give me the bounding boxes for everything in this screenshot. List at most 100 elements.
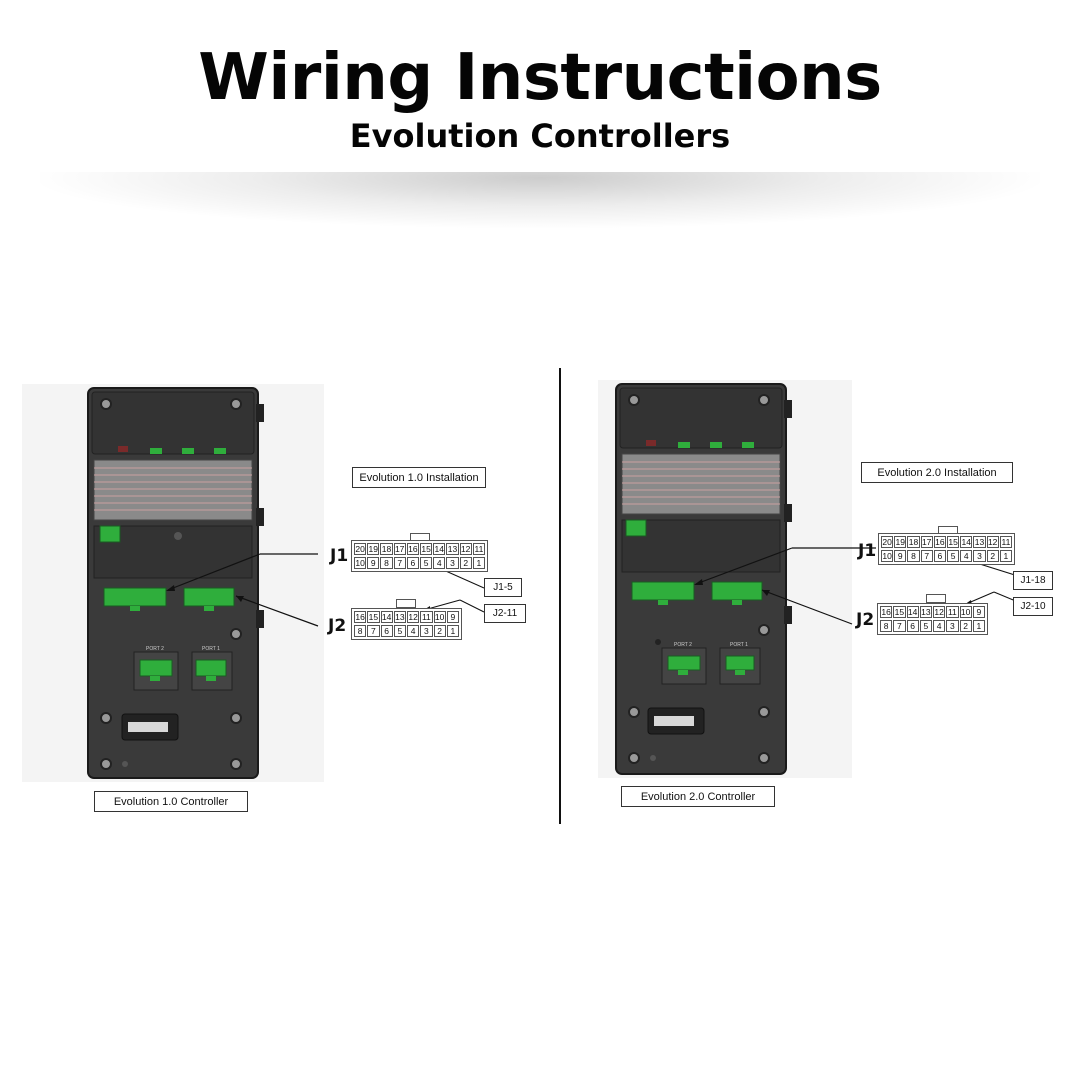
- evolution-1-panel: PORT 2 PORT 1 Evolution 1.0 Installation…: [0, 368, 540, 828]
- j1-pin: 18: [907, 536, 920, 548]
- screw-icon: [628, 394, 640, 406]
- j2-pin: 4: [933, 619, 946, 632]
- j1-pin: 3: [446, 556, 459, 569]
- j2-pin: 13: [919, 606, 932, 618]
- j2-pin: 6: [380, 624, 393, 637]
- j2-pin: 16: [880, 606, 893, 618]
- j1-pinout: 20 19 18 17 16 15 14 13 12 11 10 9 8 7 6…: [351, 540, 488, 572]
- j1-pin: 19: [367, 543, 380, 555]
- controller-label: Evolution 1.0 Controller: [94, 791, 248, 812]
- j1-pin: 6: [406, 556, 419, 569]
- screw-icon: [230, 712, 242, 724]
- j1-pin: 8: [380, 556, 393, 569]
- screw-icon: [100, 712, 112, 724]
- j1-pin: 19: [894, 536, 907, 548]
- screw-icon: [628, 752, 640, 764]
- j1-pin: 14: [960, 536, 973, 548]
- j2-pin: 16: [354, 611, 367, 623]
- port-1-connector: [725, 655, 755, 671]
- j2-pin: 5: [919, 619, 932, 632]
- evolution-1-controller-drawing: PORT 2 PORT 1: [22, 384, 485, 782]
- screw-icon: [758, 706, 770, 718]
- j1-pin: 4: [433, 556, 446, 569]
- j2-pin: 15: [893, 606, 906, 618]
- j2-pin: 2: [959, 619, 972, 632]
- j2-pin: 11: [420, 611, 433, 623]
- j1-tag: J1: [858, 541, 877, 561]
- j1-pin: 2: [986, 549, 999, 562]
- j2-connector: [711, 581, 763, 601]
- screw-icon: [100, 398, 112, 410]
- port-2-connector: [667, 655, 701, 671]
- j2-tag: J2: [856, 610, 875, 630]
- screw-icon: [628, 706, 640, 718]
- j1-connector: [103, 587, 167, 607]
- j1-pin: 2: [459, 556, 472, 569]
- j1-pin: 17: [920, 536, 933, 548]
- j2-connector: [183, 587, 235, 607]
- j2-pin: 2: [433, 624, 446, 637]
- j1-pin: 16: [406, 543, 419, 555]
- j1-pin: 10: [881, 549, 894, 562]
- j1-pinout: 20 19 18 17 16 15 14 13 12 11 10 9 8 7 6…: [878, 533, 1015, 565]
- screw-icon: [758, 394, 770, 406]
- j1-pin: 15: [419, 543, 433, 555]
- port-2-connector: [139, 659, 173, 677]
- j2-pin: 7: [367, 624, 380, 637]
- header-shadow: [40, 172, 1040, 228]
- j2-callout: J2-10: [1013, 597, 1053, 616]
- screw-icon: [230, 628, 242, 640]
- bottom-connector: [654, 716, 694, 726]
- j1-pin: 13: [446, 543, 459, 555]
- small-connector: [99, 525, 121, 543]
- j1-pin: 5: [946, 549, 960, 562]
- controller-top-section: [619, 387, 783, 449]
- panel-divider: [559, 368, 561, 824]
- j2-pin: 14: [380, 611, 393, 623]
- screw-icon: [758, 624, 770, 636]
- j1-pin: 20: [881, 536, 894, 548]
- j1-pin: 8: [907, 549, 920, 562]
- j1-pin: 14: [433, 543, 446, 555]
- j2-pin: 9: [972, 606, 985, 618]
- j2-pin: 1: [972, 619, 985, 632]
- j1-pin: 9: [894, 549, 907, 562]
- installation-label: Evolution 2.0 Installation: [861, 462, 1013, 483]
- j1-callout: J1-18: [1013, 571, 1053, 590]
- j2-pin: 9: [446, 611, 459, 623]
- j2-pin: 4: [407, 624, 420, 637]
- j2-callout: J2-11: [484, 604, 526, 623]
- controller-top-section: [91, 391, 255, 455]
- j2-pin: 12: [407, 611, 420, 623]
- j2-pin: 15: [367, 611, 380, 623]
- j2-pin: 1: [446, 624, 459, 637]
- heatsink: [621, 453, 781, 515]
- j1-pin: 16: [933, 536, 946, 548]
- bottom-connector: [128, 722, 168, 732]
- page-title: Wiring Instructions: [198, 41, 882, 115]
- j2-pin: 14: [906, 606, 919, 618]
- j1-pin: 7: [920, 549, 933, 562]
- j2-pin: 5: [393, 624, 406, 637]
- j2-pinout: 16 15 14 13 12 11 10 9 8 7 6 5 4 3 2 1: [351, 608, 462, 640]
- j1-pin: 7: [393, 556, 406, 569]
- j2-pin: 10: [959, 606, 972, 618]
- screw-icon: [230, 758, 242, 770]
- screw-icon: [100, 758, 112, 770]
- screw-icon: [758, 752, 770, 764]
- j2-pin: 13: [393, 611, 406, 623]
- j2-pinout: 16 15 14 13 12 11 10 9 8 7 6 5 4 3 2 1: [877, 603, 988, 635]
- installation-label: Evolution 1.0 Installation: [352, 467, 486, 488]
- j1-pin: 3: [973, 549, 986, 562]
- j2-pin: 8: [354, 624, 367, 637]
- j2-pin: 6: [906, 619, 919, 632]
- j1-pin: 11: [472, 543, 485, 555]
- j2-pin: 10: [433, 611, 446, 623]
- j2-tag: J2: [328, 616, 347, 636]
- evolution-2-controller-drawing: PORT 2 PORT 1: [598, 380, 1019, 778]
- screw-icon: [230, 398, 242, 410]
- j1-pin: 17: [393, 543, 406, 555]
- j2-pin: 11: [946, 606, 959, 618]
- small-connector: [625, 519, 647, 537]
- j1-pin: 5: [419, 556, 433, 569]
